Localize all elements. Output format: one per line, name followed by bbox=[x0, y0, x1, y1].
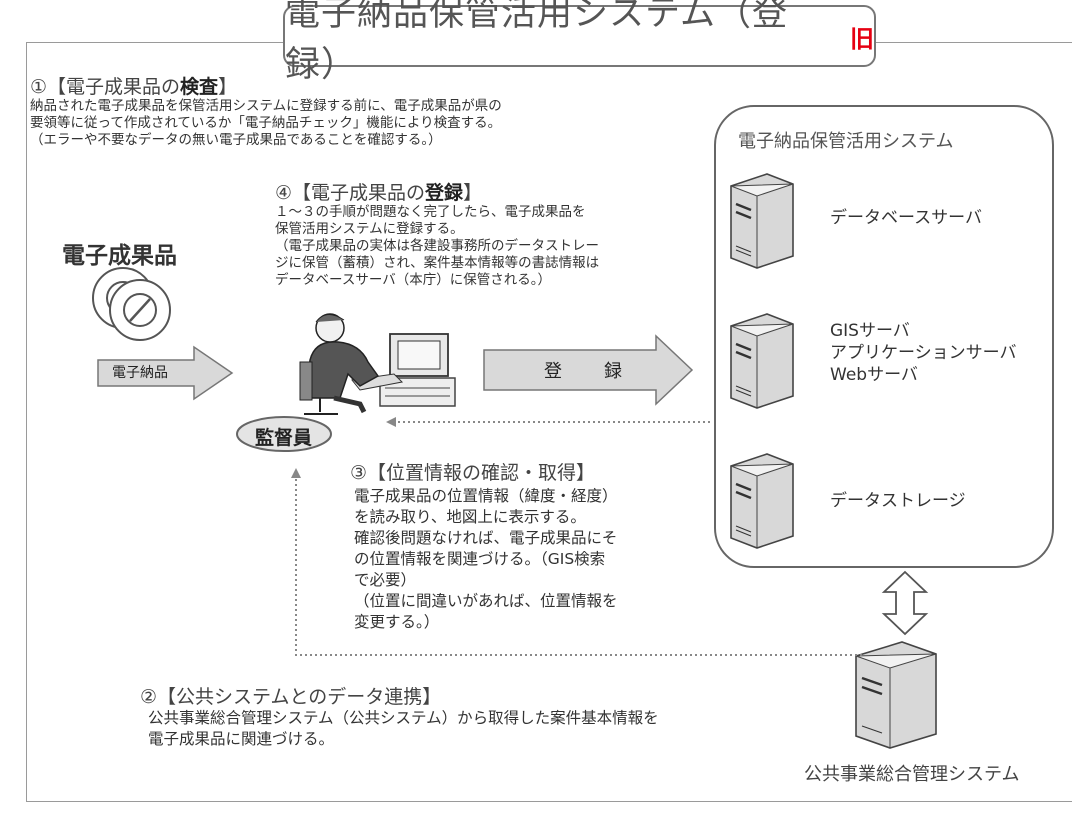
system-title: 電子納品保管活用システム bbox=[738, 131, 954, 152]
title-box: 電子納品保管活用システム（登 録） 旧 bbox=[283, 0, 876, 85]
section1-body: 納品された電子成果品を保管活用システムに登録する前に、電子成果品が県の 要領等に… bbox=[30, 98, 502, 148]
database-server-label: データベースサーバ bbox=[830, 208, 982, 228]
supervisor-label: 監督員 bbox=[255, 427, 313, 449]
external-server-icon bbox=[855, 641, 937, 749]
gis-server-icon bbox=[730, 313, 794, 409]
register-arrow bbox=[483, 334, 694, 406]
old-badge: 旧 bbox=[850, 24, 874, 53]
section4-heading-suffix: 】 bbox=[463, 182, 483, 204]
supervisor-computer-icon bbox=[299, 313, 456, 415]
supervisor-ellipse bbox=[236, 416, 332, 452]
product-label: 電子成果品 bbox=[62, 243, 177, 269]
section1-heading-prefix: ①【電子成果品の bbox=[30, 76, 181, 98]
register-arrow-label: 登 録 bbox=[544, 361, 634, 382]
section4-heading: ④【電子成果品の登録】 bbox=[275, 178, 482, 205]
section2-heading: ②【公共システムとのデータ連携】 bbox=[140, 686, 442, 708]
nouhin-arrow-label: 電子納品 bbox=[112, 365, 168, 381]
section3-heading: ③【位置情報の確認・取得】 bbox=[350, 462, 596, 484]
nouhin-arrow bbox=[97, 345, 234, 401]
cd-disc-icon bbox=[92, 267, 171, 341]
external-system-label: 公共事業総合管理システム bbox=[804, 764, 1020, 785]
section4-heading-bold: 登録 bbox=[425, 182, 464, 204]
bidirectional-arrow bbox=[881, 570, 929, 636]
section2-body: 公共事業総合管理システム（公共システム）から取得した案件基本情報を 電子成果品に… bbox=[148, 709, 659, 748]
section4-body: １～３の手順が問題なく完了したら、電子成果品を 保管活用システムに登録する。 （… bbox=[275, 204, 600, 288]
section4-heading-prefix: ④【電子成果品の bbox=[275, 182, 426, 204]
gis-server-label: GISサーバ アプリケーションサーバ Webサーバ bbox=[830, 321, 1017, 385]
data-storage-icon bbox=[730, 453, 794, 549]
section3-body: 電子成果品の位置情報（緯度・経度） を読み取り、地図上に表示する。 確認後問題な… bbox=[354, 487, 618, 631]
section1-heading-suffix: 】 bbox=[218, 76, 238, 98]
section1-heading-bold: 検査 bbox=[180, 76, 219, 98]
database-server-icon bbox=[730, 173, 794, 269]
data-storage-label: データストレージ bbox=[830, 491, 966, 511]
page-title: 電子納品保管活用システム（登 録） bbox=[285, 0, 788, 85]
section1-heading: ①【電子成果品の検査】 bbox=[30, 72, 237, 99]
